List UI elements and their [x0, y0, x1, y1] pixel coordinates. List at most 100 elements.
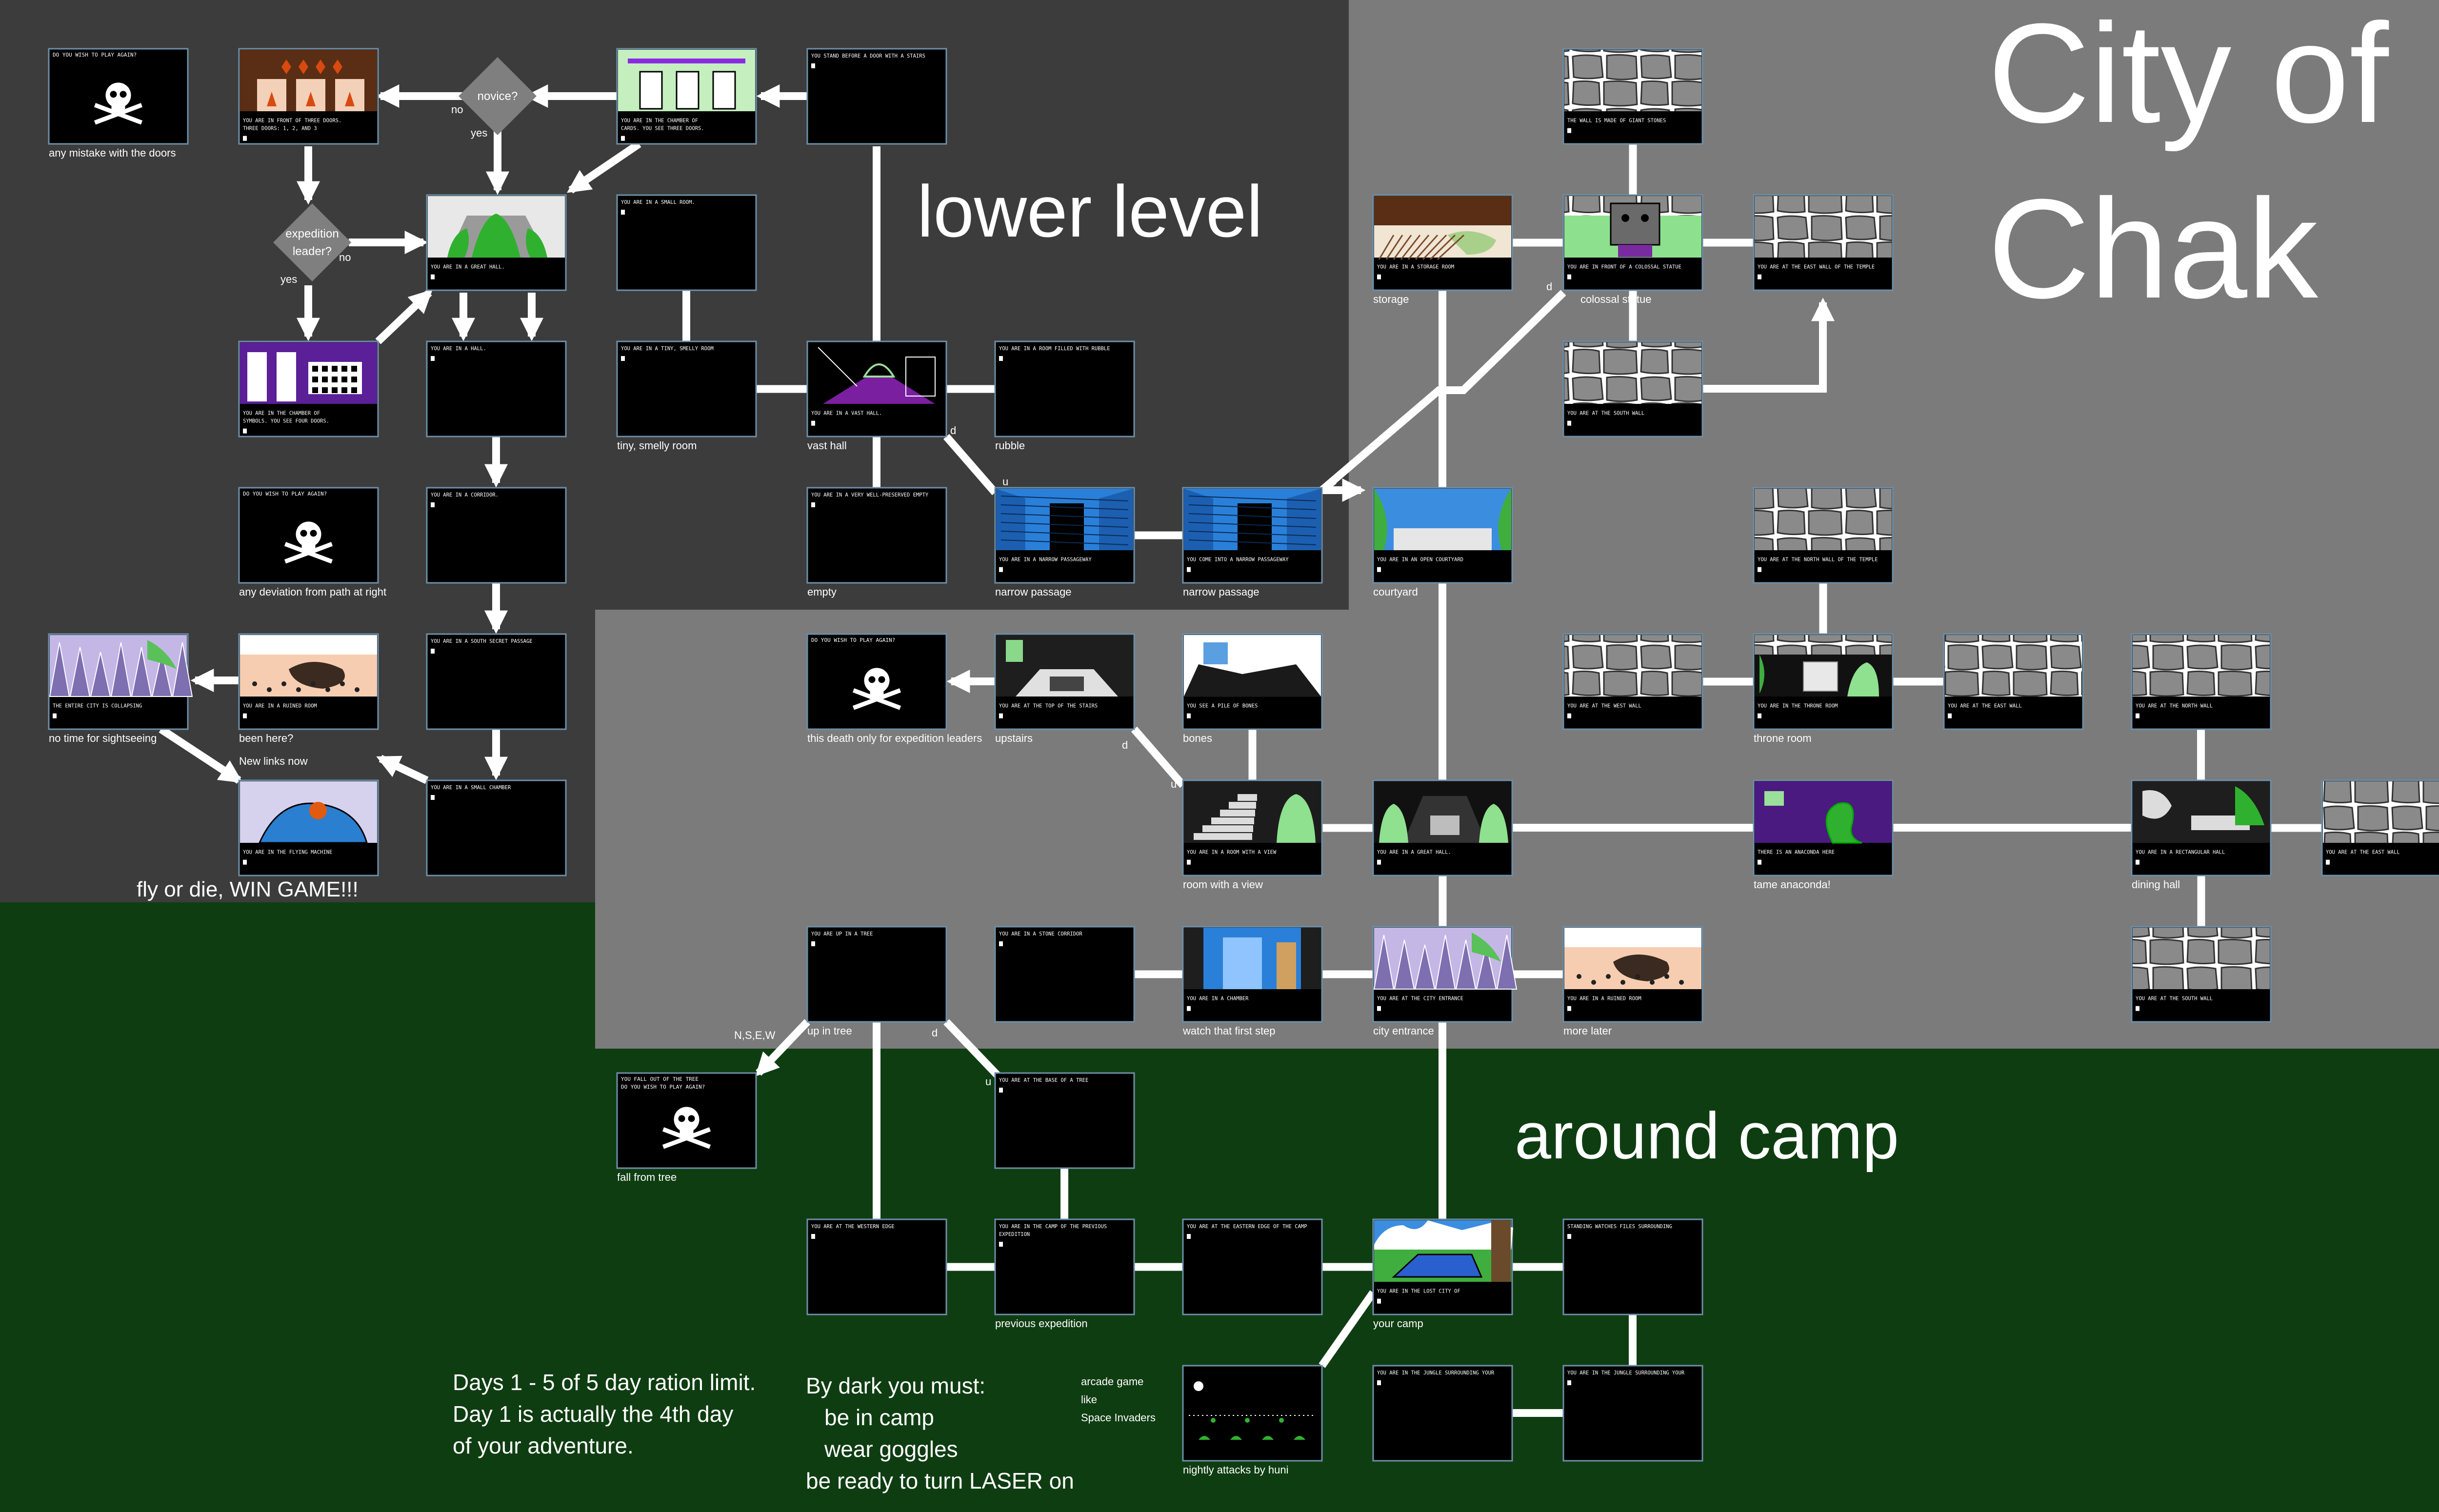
room-death-deviation: DO YOU WISH TO PLAY AGAIN?any deviation … — [238, 487, 386, 598]
cursor — [1377, 859, 1381, 865]
room-stone-tr: YOU ARE AT THE EAST WALL — [1943, 633, 2084, 730]
decision-diamond — [459, 57, 537, 135]
room-screen — [806, 633, 947, 730]
arcade-note-line2: like — [1081, 1393, 1097, 1406]
room-text-line: YOU ARE AT THE EAST WALL — [1948, 703, 2022, 709]
room-top-dark: YOU STAND BEFORE A DOOR WITH A STAIRS — [806, 48, 947, 145]
room-text-line: YOU COME INTO A NARROW PASSAGEWAY — [1187, 557, 1289, 563]
room-text-line: EXPEDITION — [999, 1232, 1030, 1237]
cursor — [1187, 567, 1191, 572]
room-screen — [994, 926, 1135, 1023]
room-label: bones — [1183, 732, 1212, 744]
cursor — [621, 356, 625, 361]
room-scene — [618, 50, 755, 112]
cursor — [1567, 1006, 1571, 1011]
room-text-line: YOU ARE IN A VAST HALL. — [811, 411, 882, 417]
room-text-line: YOU ARE IN THE CAMP OF THE PREVIOUS — [999, 1224, 1107, 1230]
room-screen — [616, 340, 757, 438]
room-scene — [240, 635, 377, 697]
cursor — [53, 713, 57, 718]
room-screen — [994, 1218, 1135, 1315]
room-scene — [662, 1107, 711, 1149]
room-label: throne room — [1754, 732, 1812, 744]
room-scene — [240, 781, 377, 844]
arcade-note-line1: arcade game — [1081, 1375, 1143, 1388]
room-text-line: THREE DOORS: 1, 2, AND 3 — [243, 126, 317, 132]
room-green-idol: YOU ARE IN A GREAT HALL. — [426, 194, 567, 291]
room-text-line: DO YOU WISH TO PLAY AGAIN? — [811, 637, 895, 643]
cursor — [243, 713, 247, 718]
room-text-line: YOU ARE IN A SMALL ROOM. — [621, 199, 695, 205]
room-text-line: YOU ARE IN THE JUNGLE SURROUNDING YOUR — [1377, 1370, 1495, 1376]
edge-labels: d u d d u N,S,E,W d u — [734, 280, 1552, 1088]
cursor — [811, 63, 815, 68]
room-scene — [1184, 1367, 1321, 1460]
decision-label: leader? — [293, 245, 332, 258]
room-label: courtyard — [1373, 586, 1418, 598]
room-scene — [1755, 635, 1892, 697]
room-text-line: YOU ARE IN A ROOM FILLED WITH RUBBLE — [999, 346, 1110, 352]
room-text-line: YOU ARE AT THE SOUTH WALL — [1567, 411, 1644, 417]
win-note: fly or die, WIN GAME!!! — [137, 877, 359, 901]
room-label: storage — [1373, 293, 1409, 305]
room-text-line: YOU ARE AT THE BASE OF A TREE — [999, 1077, 1088, 1083]
cursor — [431, 274, 435, 279]
connector-line — [755, 1019, 810, 1076]
cursor — [811, 941, 815, 946]
room-text-line: YOU ARE IN A GREAT HALL. — [431, 264, 505, 270]
cursor — [1377, 1006, 1381, 1011]
room-label: rubble — [995, 439, 1025, 452]
room-text-line: YOU ARE IN A TINY, SMELLY ROOM — [621, 346, 714, 352]
room-text-line: YOU ARE IN A GREAT HALL. — [1377, 850, 1451, 855]
room-text-line: YOU STAND BEFORE A DOOR WITH A STAIRS — [811, 53, 925, 59]
room-stone-mid: YOU ARE AT THE NORTH WALL OF THE TEMPLE — [1753, 487, 1894, 584]
room-screen — [806, 48, 947, 145]
room-scene — [2133, 928, 2270, 990]
cursor — [621, 136, 625, 141]
room-text-line: YOU ARE IN A SOUTH SECRET PASSAGE — [431, 638, 533, 644]
room-mid-dark4: YOU ARE IN A SOUTH SECRET PASSAGE — [426, 633, 567, 730]
cursor — [1567, 420, 1571, 426]
room-label: previous expedition — [995, 1317, 1088, 1330]
room-camp-w: YOU ARE AT THE WESTERN EDGE — [806, 1218, 947, 1315]
connector-line — [159, 726, 243, 784]
room-dark-left-sc: YOU ARE IN A STONE CORRIDOR — [994, 926, 1135, 1023]
edge-label: u — [1171, 778, 1177, 790]
cursor — [999, 941, 1003, 946]
cursor — [1377, 567, 1381, 572]
room-rubble: YOU ARE IN A ROOM FILLED WITH RUBBLE rubb… — [994, 340, 1135, 452]
cursor — [1377, 1298, 1381, 1304]
room-text-line: STANDING WATCHES FILES SURROUNDING — [1567, 1224, 1672, 1230]
room-label: room with a view — [1183, 878, 1263, 891]
room-label: narrow passage — [1183, 586, 1259, 598]
room-label: up in tree — [807, 1025, 852, 1037]
room-scene — [1945, 635, 2082, 697]
room-text-line: YOU ARE IN THE CHAMBER OF — [621, 118, 698, 124]
room-colossal-statue: YOU ARE IN FRONT OF A COLOSSAL STATUEcol… — [1562, 194, 1703, 305]
room-text-line: YOU ARE IN A CHAMBER — [1187, 996, 1249, 1002]
room-text-line: YOU ARE IN A NARROW PASSAGEWAY — [999, 557, 1092, 563]
room-jungle-s1: YOU ARE IN THE JUNGLE SURROUNDING YOUR — [1372, 1365, 1513, 1462]
room-text-line: YOU ARE AT THE EAST WALL OF THE TEMPLE — [1758, 264, 1875, 270]
room-text-line: DO YOU WISH TO PLAY AGAIN? — [243, 491, 327, 497]
room-prev-exp: YOU ARE IN THE CAMP OF THE PREVIOUS EXPED… — [994, 1218, 1135, 1330]
room-label: your camp — [1373, 1317, 1423, 1330]
room-scene — [49, 635, 193, 697]
map-title-line1: City of — [1988, 0, 2389, 153]
cursor — [999, 1242, 1003, 1247]
connector-line — [1319, 1290, 1377, 1368]
room-doors-puzzle: YOU ARE IN FRONT OF THREE DOORS.THREE DO… — [238, 48, 379, 145]
room-text-line: YOU ARE IN A RECTANGULAR HALL — [2136, 850, 2225, 855]
room-label: vast hall — [807, 439, 847, 452]
decision-yes-label: yes — [471, 127, 487, 139]
cursor — [621, 210, 625, 215]
room-text-line: YOU ARE IN THE CHAMBER OF — [243, 411, 320, 417]
